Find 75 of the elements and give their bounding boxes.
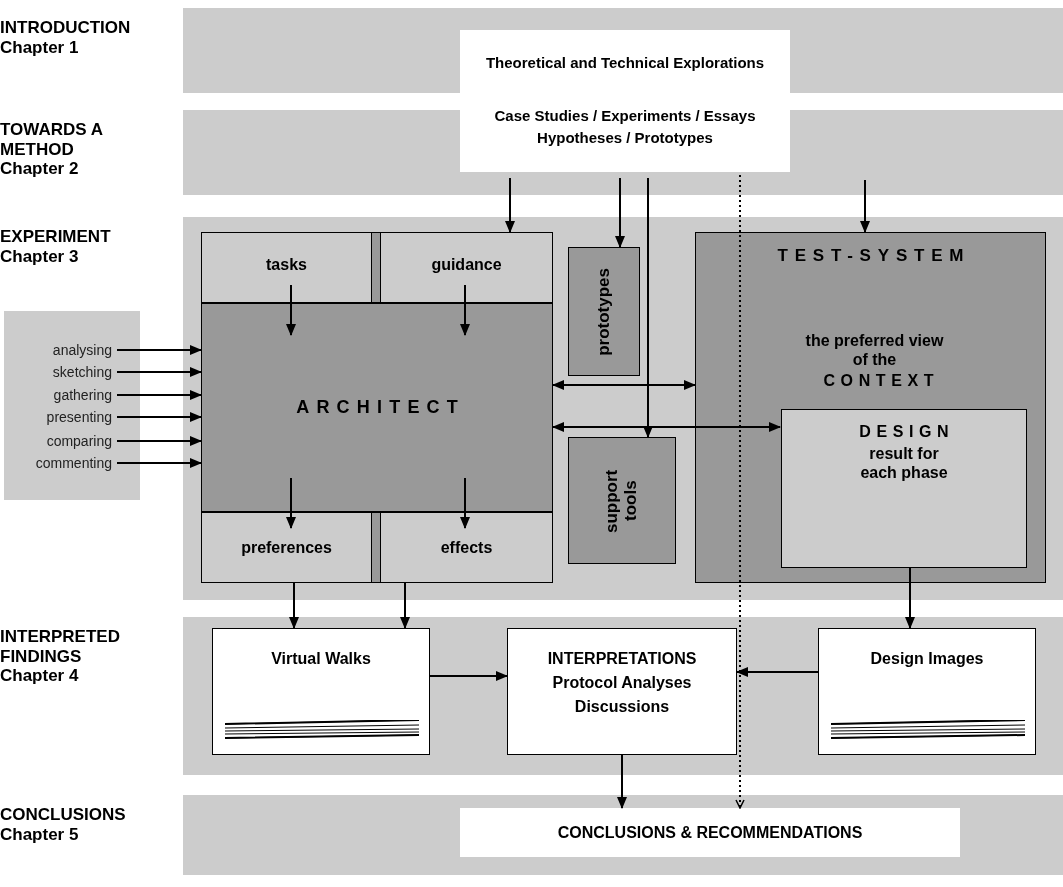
box-title: INTERPRETATIONS <box>547 649 697 669</box>
section-heading: INTRODUCTION <box>0 18 132 38</box>
activity-label: sketching <box>52 362 112 382</box>
input-box <box>380 232 553 303</box>
box-label: prototypes <box>594 267 614 356</box>
arrow <box>460 477 470 529</box>
arrow <box>736 667 819 677</box>
arrow <box>615 177 625 248</box>
box-label: effects <box>440 537 493 558</box>
arrow <box>116 458 202 468</box>
activity-label: presenting <box>46 407 112 427</box>
section-band <box>0 217 1063 600</box>
box-label: tasks <box>266 255 307 275</box>
section-band <box>0 795 1063 875</box>
box-label: support tools <box>603 467 641 535</box>
chapter-label: Chapter 5 <box>0 824 80 845</box>
activity-label: analysing <box>52 340 112 360</box>
test-system-box <box>695 232 1046 583</box>
architect-box <box>201 303 553 512</box>
document-box <box>212 628 430 755</box>
activity-label: commenting <box>35 453 112 473</box>
arrow <box>289 582 299 629</box>
arrow <box>460 284 470 336</box>
section-heading: INTERPRETED FINDINGS <box>0 627 121 667</box>
interpretation-box <box>507 628 737 755</box>
arrow <box>116 436 202 446</box>
tool-box <box>568 247 640 376</box>
arrow <box>429 671 508 681</box>
source-box <box>460 30 790 172</box>
conclusion-box <box>460 808 960 857</box>
tool-box <box>568 437 676 564</box>
box-text: Case Studies / Experiments / Essays Hypotheses / Prototypes <box>493 105 757 148</box>
chapter-label: Chapter 2 <box>0 159 80 179</box>
arrow <box>116 345 202 355</box>
box-text: Protocol Analyses Discussions <box>551 673 693 717</box>
arrow <box>400 582 410 629</box>
arrow <box>286 284 296 336</box>
box-label: preferences <box>241 537 332 558</box>
box-title: DESIGN <box>858 422 955 442</box>
section-band <box>0 617 1063 775</box>
arrow <box>643 177 653 438</box>
box-title: Theoretical and Technical Explorations <box>485 53 765 73</box>
arrow <box>552 380 696 390</box>
arrow <box>905 566 915 629</box>
box-label: guidance <box>431 255 502 275</box>
arrow <box>505 177 515 233</box>
box-text: result for each phase <box>859 444 949 483</box>
arrow <box>116 390 202 400</box>
chapter-label: Chapter 1 <box>0 37 80 58</box>
box-label: Virtual Walks <box>271 649 371 669</box>
activity-label: gathering <box>53 385 112 405</box>
arrow <box>116 367 202 377</box>
box-text: the preferred view of the <box>804 330 945 369</box>
output-box <box>380 512 553 583</box>
box-text: CONTEXT <box>822 370 940 391</box>
box-label: CONCLUSIONS & RECOMMENDATIONS <box>557 822 863 843</box>
document-box <box>818 628 1036 755</box>
box-title: TEST-SYSTEM <box>776 245 971 267</box>
box-label: ARCHITECT <box>295 396 465 419</box>
section-heading: CONCLUSIONS <box>0 805 127 825</box>
arrow <box>617 754 627 809</box>
activity-label: comparing <box>46 431 112 451</box>
output-box <box>201 512 372 583</box>
section-heading: EXPERIMENT <box>0 227 112 247</box>
arrow <box>286 477 296 529</box>
design-box <box>781 409 1027 568</box>
input-box <box>201 232 372 303</box>
arrow <box>552 422 781 432</box>
arrow <box>116 412 202 422</box>
section-heading: TOWARDS A METHOD <box>0 120 104 160</box>
chapter-label: Chapter 3 <box>0 246 80 267</box>
box-label: Design Images <box>870 649 984 669</box>
arrow <box>860 179 870 233</box>
chapter-label: Chapter 4 <box>0 666 80 686</box>
arrow <box>735 174 745 809</box>
